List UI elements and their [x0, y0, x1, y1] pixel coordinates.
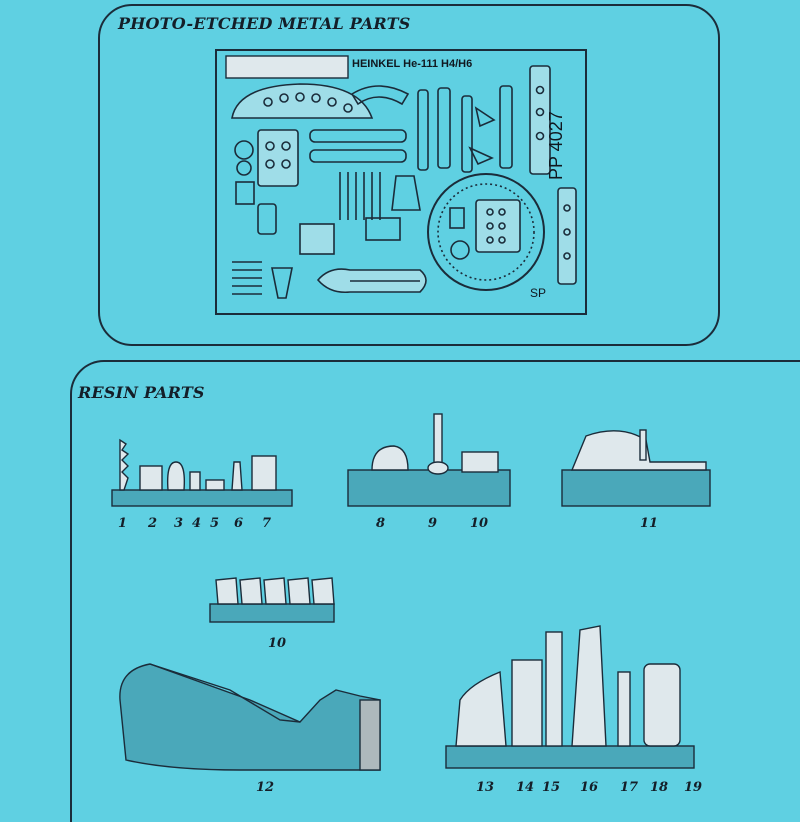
slats-part: [339, 172, 381, 220]
resin-part-number: 3: [174, 516, 184, 531]
resin-part-number: 5: [210, 516, 220, 531]
photo-etched-fret: [215, 49, 587, 315]
fret-logo-plate: [225, 55, 349, 79]
resin-part-number: 10: [470, 516, 489, 531]
resin-part-number: 12: [256, 780, 275, 795]
resin-part-number: 17: [620, 780, 639, 795]
fret-outline: [215, 49, 587, 315]
resin-part-number: 18: [650, 780, 669, 795]
resin-group-3: [561, 429, 711, 507]
bar-part: [309, 129, 407, 143]
resin-group-6: [445, 625, 695, 769]
resin-part-number: 15: [542, 780, 561, 795]
resin-part-number: 9: [428, 516, 438, 531]
resin-group-2: [347, 413, 511, 507]
resin-part-number: 16: [580, 780, 599, 795]
photo-etched-title: PHOTO-ETCHED METAL PARTS: [118, 14, 411, 33]
resin-part-number: 11: [640, 516, 659, 531]
curved-panel-part: [350, 85, 410, 106]
resin-group-5: [119, 663, 381, 771]
strip-part: [529, 65, 551, 175]
resin-part-number: 6: [234, 516, 244, 531]
gauge-part: [234, 140, 254, 160]
photo-etched-frame: [98, 4, 720, 346]
resin-part-number: 7: [262, 516, 272, 531]
resin-part-number: 4: [192, 516, 202, 531]
resin-part-number: 8: [376, 516, 386, 531]
resin-part-number: 14: [516, 780, 535, 795]
fret-maker: SP: [530, 286, 547, 300]
resin-group-1: [111, 438, 293, 507]
resin-group-4: [209, 577, 335, 623]
round-dial-part: [427, 173, 545, 291]
strut-part: [417, 89, 429, 171]
resin-part-number: 19: [684, 780, 703, 795]
resin-frame: [70, 360, 800, 822]
resin-part-number: 2: [148, 516, 158, 531]
fret-heading: HEINKEL He-111 H4/H6: [352, 58, 473, 70]
resin-parts-drawing: [111, 413, 711, 771]
resin-part-number: 10: [268, 636, 287, 651]
belt-part: [232, 261, 262, 295]
resin-part-number: 1: [118, 516, 128, 531]
resin-part-number: 13: [476, 780, 495, 795]
square-panel-part: [257, 129, 299, 187]
resin-title: RESIN PARTS: [78, 383, 205, 402]
